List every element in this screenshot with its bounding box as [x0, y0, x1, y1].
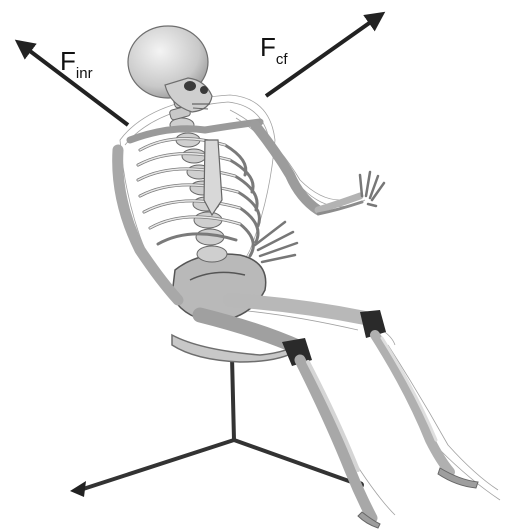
left-hand: [255, 222, 297, 262]
lower-legs: [300, 335, 450, 518]
right-arm: [255, 125, 362, 214]
foot-right: [438, 468, 478, 488]
force-cf-label: Fcf: [260, 32, 288, 68]
seat-stand-axes: [80, 357, 360, 490]
sternum: [204, 140, 222, 215]
skull: [128, 26, 212, 112]
left-upper-arm: [118, 150, 178, 300]
axis-arrow-icon: [70, 481, 86, 497]
